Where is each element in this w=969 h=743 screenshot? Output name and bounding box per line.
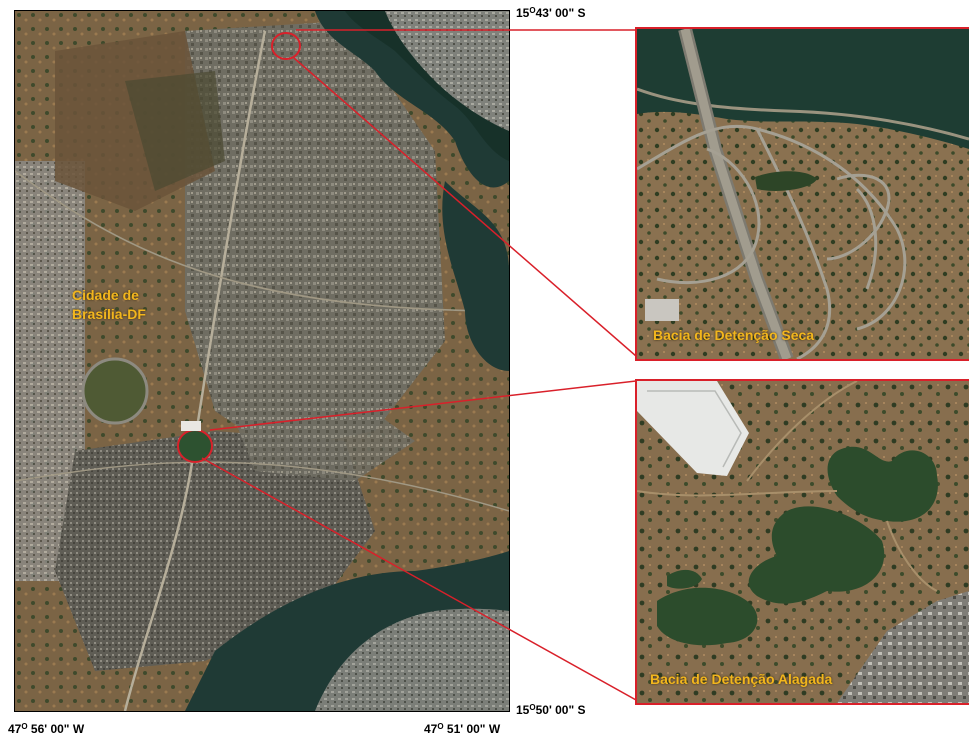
- inset-label-seca: Bacia de Detenção Seca: [653, 327, 815, 343]
- highlight-circle-alagada: [177, 429, 213, 463]
- highlight-circle-seca: [271, 32, 301, 60]
- inset-seca-imagery: [637, 29, 969, 359]
- satellite-imagery: [15, 11, 509, 711]
- latitude-top: 15O43' 00" S: [516, 6, 586, 20]
- inset-map-alagada: [635, 379, 969, 705]
- satellite-map: [14, 10, 510, 712]
- longitude-left: 47O 56' 00" W: [8, 722, 85, 736]
- inset-label-alagada: Bacia de Detenção Alagada: [650, 671, 833, 687]
- city-label: Cidade de Brasília-DF: [72, 286, 172, 324]
- inset-alagada-imagery: [637, 381, 969, 703]
- city-label-line2: Brasília-DF: [72, 306, 146, 322]
- latitude-bottom: 15O50' 00" S: [516, 703, 586, 717]
- inset-map-seca: [635, 27, 969, 361]
- city-label-line1: Cidade de: [72, 287, 139, 303]
- longitude-right: 47O 51' 00" W: [424, 722, 501, 736]
